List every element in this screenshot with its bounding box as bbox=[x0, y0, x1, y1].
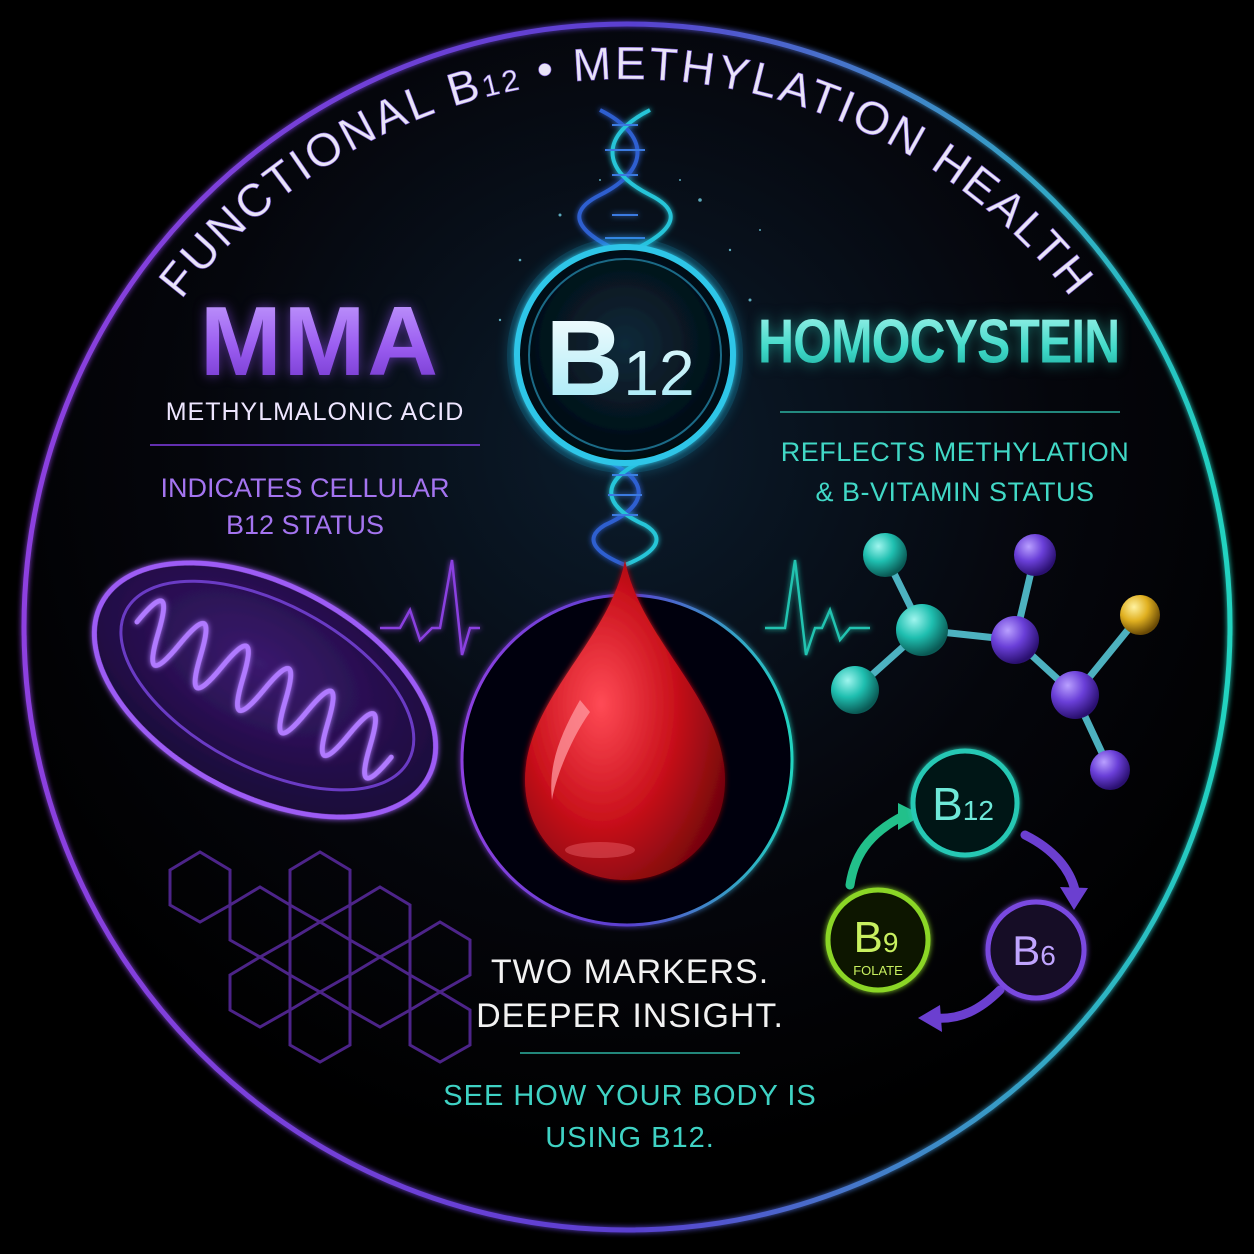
b12-badge: B12 bbox=[507, 237, 743, 473]
mma-subtitle: METHYLMALONIC ACID bbox=[165, 398, 465, 426]
sparkle-field bbox=[498, 179, 761, 322]
vitamin-cycle-arrows bbox=[845, 810, 1080, 1023]
tagline-primary: TWO MARKERS. DEEPER INSIGHT. bbox=[476, 953, 784, 1035]
homocysteine-title: HOMOCYSTEINE bbox=[758, 306, 1153, 377]
hexagon-lattice bbox=[168, 850, 472, 1064]
svg-text:FOLATE: FOLATE bbox=[853, 963, 903, 978]
dna-helix-middle bbox=[591, 458, 659, 567]
mma-description: INDICATES CELLULAR B12 STATUS bbox=[160, 473, 450, 540]
cycle-node-b12: B12 bbox=[910, 748, 1020, 858]
blood-drop-icon bbox=[525, 560, 725, 880]
vitamin-cycle-arrowheads bbox=[898, 803, 1088, 1032]
heartbeat-line-right bbox=[765, 559, 870, 656]
cycle-node-b9-folate: B9 FOLATE bbox=[825, 887, 931, 993]
cycle-node-b6: B6 bbox=[985, 899, 1087, 1001]
svg-text:B9: B9 bbox=[854, 913, 899, 962]
mma-title: MMA bbox=[170, 285, 470, 398]
outer-ring bbox=[21, 21, 1233, 1233]
b12-badge-label: B12 bbox=[545, 297, 694, 418]
heartbeat-line-left bbox=[380, 559, 480, 656]
mitochondrion-icon bbox=[91, 560, 439, 820]
tagline-secondary: SEE HOW YOUR BODY IS USING B12. bbox=[443, 1080, 817, 1154]
svg-text:B6: B6 bbox=[1012, 927, 1056, 974]
homocysteine-description: REFLECTS METHYLATION & B-VITAMIN STATUS bbox=[780, 437, 1130, 507]
molecule-icon bbox=[831, 533, 1160, 790]
svg-text:B12: B12 bbox=[932, 778, 994, 830]
